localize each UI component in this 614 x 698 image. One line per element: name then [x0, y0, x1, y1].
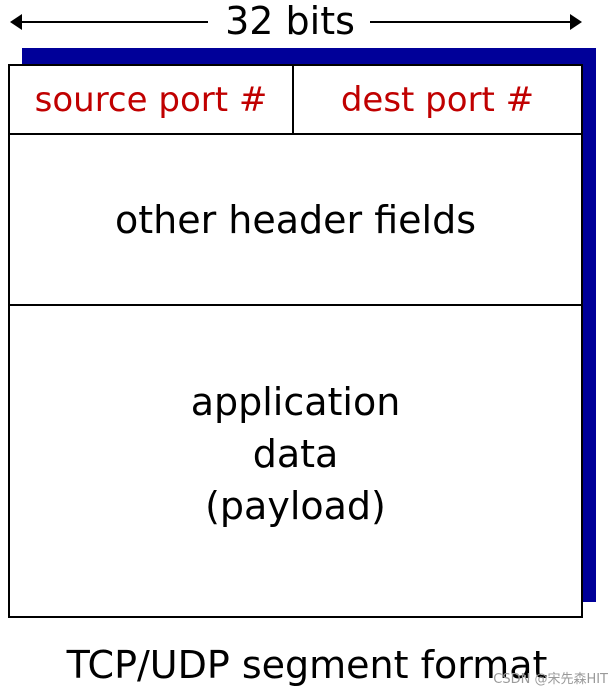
right-arrowhead-icon [570, 14, 582, 30]
payload-line-3: (payload) [205, 484, 386, 528]
payload-line-2: data [252, 432, 339, 476]
left-arrowhead-icon [10, 14, 22, 30]
payload-line-1: application [190, 380, 401, 424]
segment-diagram: source port # dest port # other header f… [8, 64, 583, 618]
bit-width-label: 32 bits [225, 0, 355, 43]
other-header-fields: other header fields [10, 135, 581, 306]
diagram-caption: TCP/UDP segment format [66, 643, 548, 687]
source-port-field: source port # [10, 66, 294, 133]
dest-port-field: dest port # [340, 79, 535, 120]
bit-width-indicator: 32 bits [10, 0, 582, 44]
left-arrow-line [18, 21, 208, 23]
port-row: source port # dest port # [10, 66, 581, 135]
application-data-payload: application data (payload) [10, 306, 581, 616]
watermark: CSDN @宋先森HIT [493, 672, 608, 687]
right-arrow-line [370, 21, 572, 23]
